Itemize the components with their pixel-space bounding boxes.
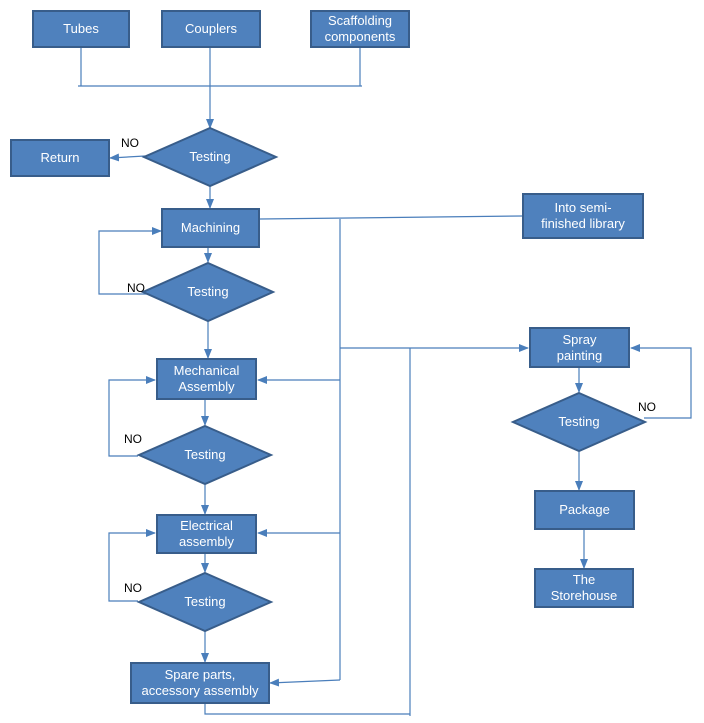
decision-diamond-5 [510,391,648,453]
decision-diamond-4 [136,571,274,633]
testing-label-3: Testing [184,447,226,462]
return-box: Return [10,139,110,177]
arrow-trunk-spare [269,678,341,687]
machining-box: Machining [161,208,260,248]
couplers-box: Couplers [161,10,261,48]
no-label-2: NO [127,281,145,295]
electrical-assembly-box: Electrical assembly [156,514,257,554]
loop-testing-2 [98,227,162,295]
storehouse-box: The Storehouse [534,568,634,608]
connector-machining-semi [259,215,523,220]
scaffolding-box: Scaffolding components [310,10,410,48]
testing-label-4: Testing [184,594,226,609]
testing-label-1: Testing [189,149,231,164]
testing-label-5: Testing [558,414,600,429]
loop-testing-4 [108,529,156,602]
loop-testing-3 [108,376,156,457]
tubes-box: Tubes [32,10,130,48]
decision-diamond-3 [136,424,274,486]
arrow-to-return [109,153,146,162]
decision-diamond-1 [141,126,279,188]
no-label-4: NO [124,581,142,595]
connector-spare-bottom [204,704,410,715]
mechanical-assembly-box: Mechanical Assembly [156,358,257,400]
spare-parts-box: Spare parts, accessory assembly [130,662,270,704]
spray-painting-box: Spray painting [529,327,630,368]
no-label-1: NO [121,136,139,150]
loop-testing-5 [630,344,692,419]
testing-label-2: Testing [187,284,229,299]
decision-diamond-2 [140,261,276,323]
semi-finished-box: Into semi- finished library [522,193,644,239]
no-label-3: NO [124,432,142,446]
no-label-5: NO [638,400,656,414]
package-box: Package [534,490,635,530]
